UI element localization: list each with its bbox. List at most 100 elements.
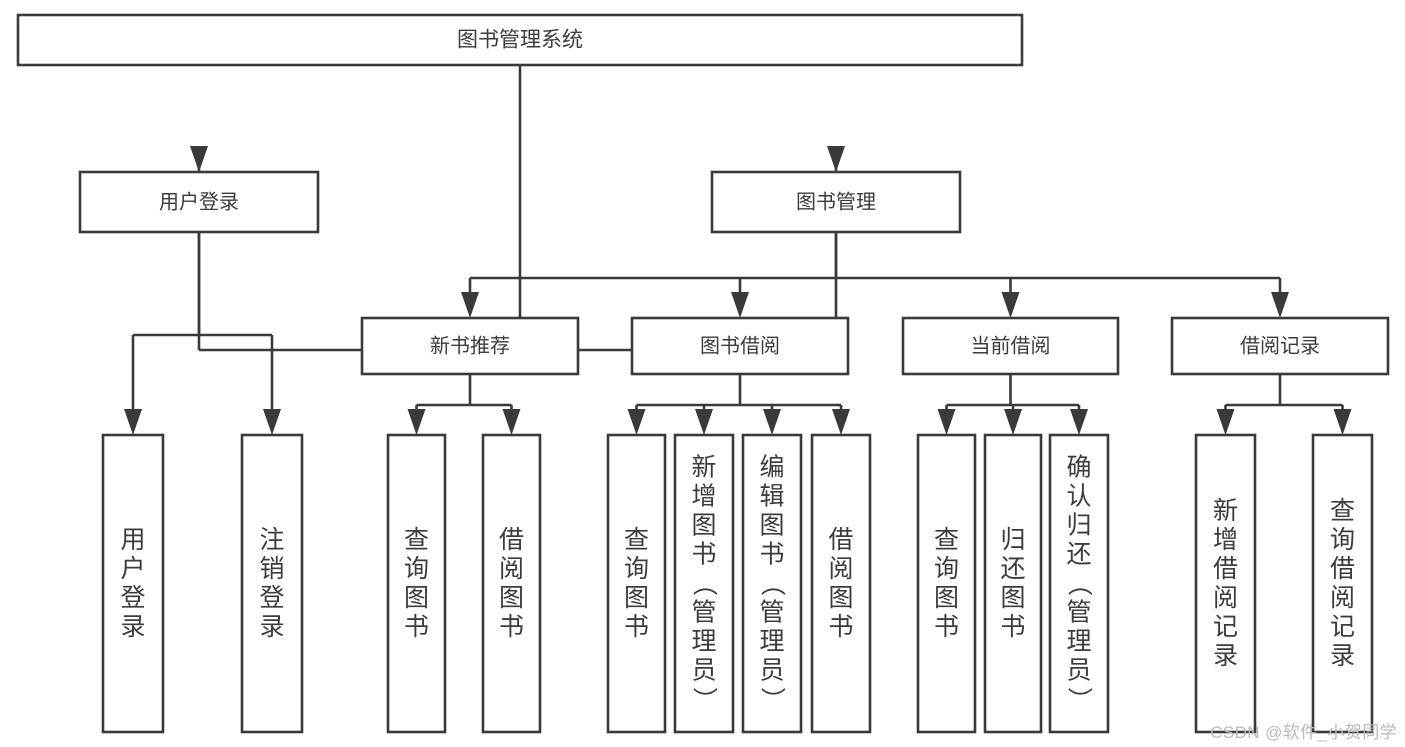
leaf-char: 书 <box>499 613 524 641</box>
arrow-head <box>124 409 142 435</box>
leaf-char: 书 <box>624 613 649 641</box>
node-rect[interactable] <box>741 433 803 734</box>
leaf-char: 借 <box>1213 555 1238 583</box>
node-rect[interactable] <box>1048 433 1110 734</box>
node-leaf-1[interactable]: 用户登录 <box>101 433 165 734</box>
arrow-head <box>1004 409 1022 435</box>
arrow-head <box>1070 409 1088 435</box>
node-rect[interactable] <box>810 433 872 734</box>
arrow-head <box>1216 409 1235 435</box>
node-rect[interactable] <box>240 433 304 734</box>
leaf-char: ） <box>690 687 718 712</box>
node-level2-1[interactable]: 新书推荐 <box>360 316 580 376</box>
leaf-char: 编 <box>759 454 784 482</box>
connector-layer <box>124 65 1352 435</box>
arrow-head <box>502 409 521 435</box>
leaf-char: 增 <box>1213 526 1238 554</box>
node-rect[interactable] <box>901 316 1120 376</box>
leaf-char: 图 <box>624 584 649 612</box>
leaf-char: 认 <box>1066 483 1091 511</box>
node-rect[interactable] <box>630 316 850 376</box>
arrow-head <box>1001 292 1020 318</box>
node-rect[interactable] <box>78 170 320 234</box>
node-rect[interactable] <box>673 433 735 734</box>
leaf-char: 录 <box>1213 642 1238 670</box>
node-rect[interactable] <box>101 433 165 734</box>
node-level2-3[interactable]: 当前借阅 <box>901 316 1120 376</box>
arrow-head <box>731 292 749 318</box>
leaf-char: 归 <box>1000 526 1025 554</box>
node-level1-1[interactable]: 用户登录 <box>78 170 320 234</box>
leaf-char: 图 <box>759 512 784 540</box>
leaf-char: 借 <box>1330 555 1355 583</box>
node-rect[interactable] <box>16 13 1024 67</box>
leaf-char: 录 <box>259 613 284 641</box>
leaf-char: 书 <box>404 613 429 641</box>
leaf-char: 员 <box>691 657 716 685</box>
node-rect[interactable] <box>606 433 667 734</box>
leaf-char: 辑 <box>759 483 784 511</box>
leaf-char: 图 <box>499 584 524 612</box>
arrow-head <box>695 409 713 435</box>
leaf-char: 查 <box>624 526 649 554</box>
node-rect[interactable] <box>916 433 977 734</box>
leaf-char: （ <box>690 571 718 596</box>
node-level2-2[interactable]: 图书借阅 <box>630 316 850 376</box>
leaf-char: 书 <box>934 613 959 641</box>
node-rect[interactable] <box>1170 316 1390 376</box>
leaf-char: 询 <box>934 555 959 583</box>
node-label: 图书管理 <box>796 190 876 213</box>
leaf-char: 归 <box>1066 512 1091 540</box>
leaf-char: 询 <box>1330 526 1355 554</box>
leaf-char: 书 <box>691 541 716 569</box>
arrow-head <box>627 409 646 435</box>
arrow-head <box>832 409 850 435</box>
node-rect[interactable] <box>360 316 580 376</box>
leaf-char: 借 <box>499 526 524 554</box>
arrow-head <box>763 409 781 435</box>
leaf-char: 询 <box>404 555 429 583</box>
node-label: 图书管理系统 <box>457 29 583 52</box>
leaf-char: 管 <box>759 599 784 627</box>
arrow-head <box>190 146 208 172</box>
leaf-char: 确 <box>1066 454 1091 482</box>
arrow-head <box>937 409 956 435</box>
leaf-char: 查 <box>934 526 959 554</box>
leaf-char: 书 <box>828 613 853 641</box>
node-root-system[interactable]: 图书管理系统 <box>16 13 1024 67</box>
node-rect[interactable] <box>710 170 962 234</box>
node-level1-2[interactable]: 图书管理 <box>710 170 962 234</box>
leaf-char: 阅 <box>1213 584 1238 612</box>
leaf-char: 录 <box>120 613 145 641</box>
leaf-char: 借 <box>828 526 853 554</box>
leaf-char: 记 <box>1213 613 1238 641</box>
leaf-char: 销 <box>259 555 284 583</box>
leaf-char: （ <box>1065 571 1093 596</box>
leaf-char: （ <box>758 571 786 596</box>
node-rect[interactable] <box>983 433 1043 734</box>
leaf-char: 登 <box>259 584 284 612</box>
node-rect[interactable] <box>1194 433 1257 734</box>
node-level2-4[interactable]: 借阅记录 <box>1170 316 1390 376</box>
leaf-char: 员 <box>1066 657 1091 685</box>
leaf-char: 注 <box>259 526 284 554</box>
leaf-char: 图 <box>1000 584 1025 612</box>
node-rect[interactable] <box>481 433 542 734</box>
node-rect[interactable] <box>386 433 447 734</box>
leaf-char: 登 <box>120 584 145 612</box>
leaf-char: 理 <box>691 628 716 656</box>
node-rect[interactable] <box>1311 433 1374 734</box>
